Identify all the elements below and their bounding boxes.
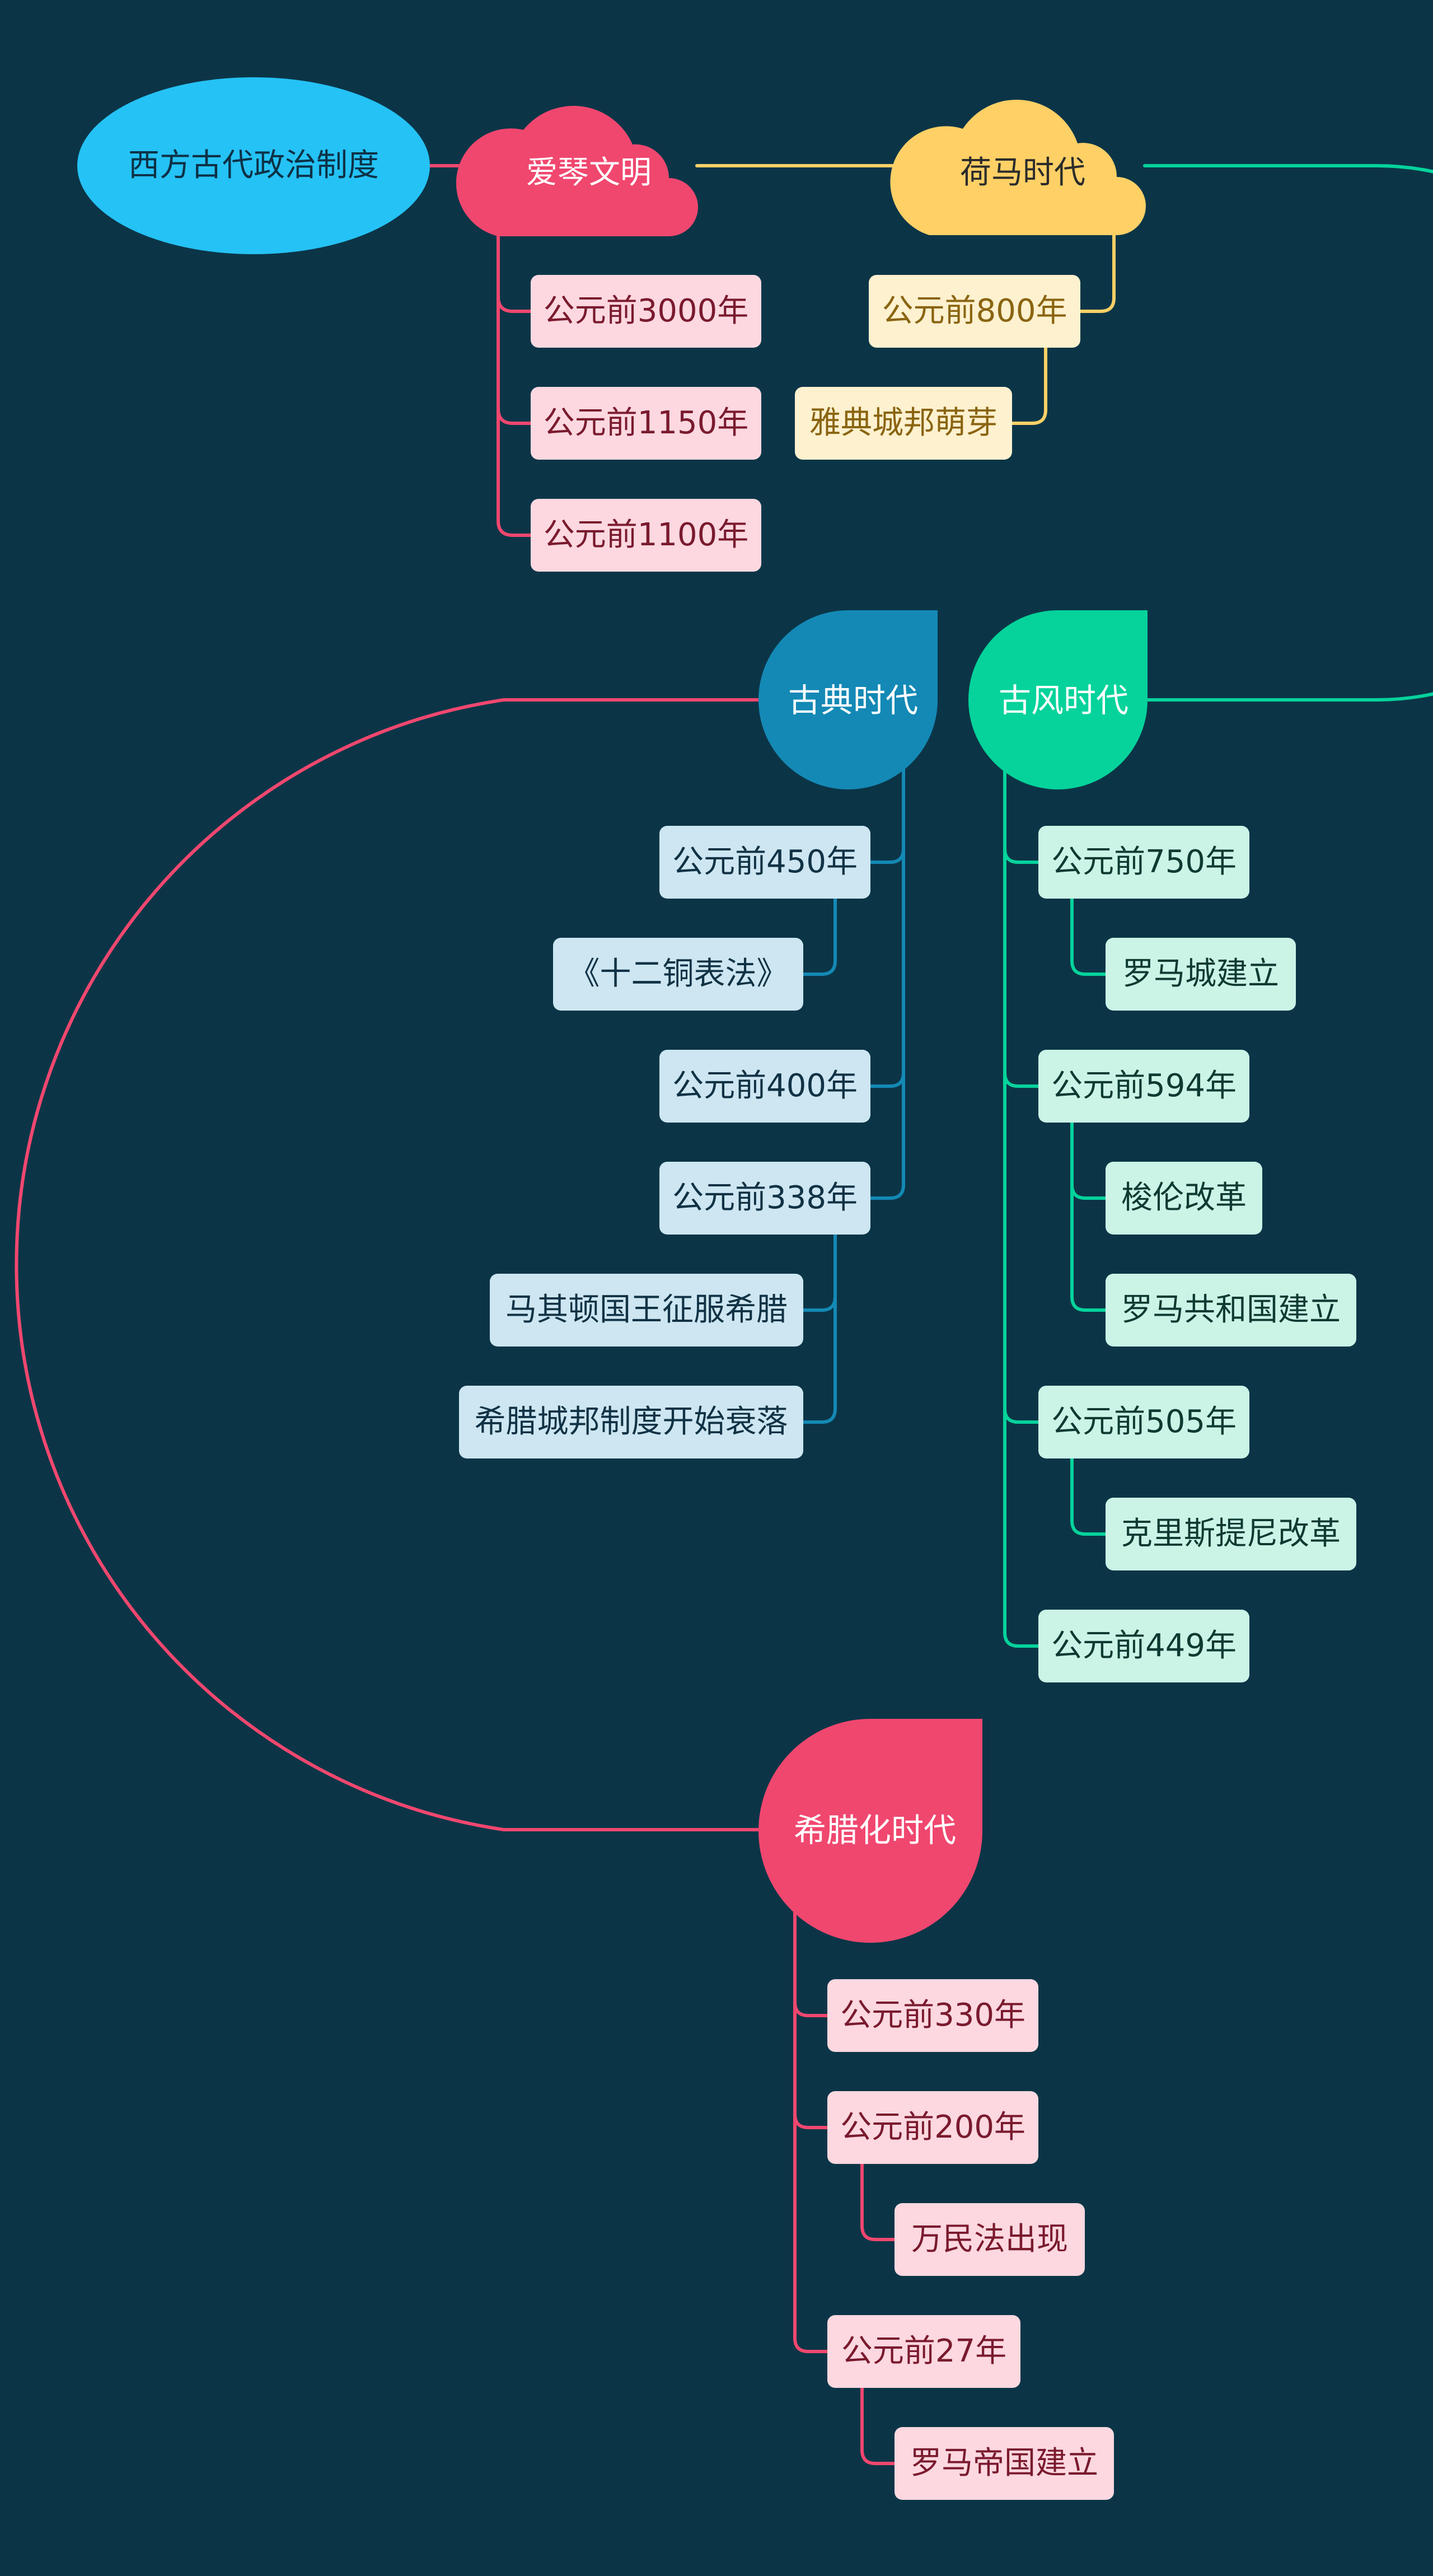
archaic-item[interactable]: 罗马城建立	[1106, 938, 1296, 1011]
branch-homer	[1079, 233, 1116, 313]
drop-hellenistic-shape	[758, 1719, 982, 1943]
homer-item[interactable]: 雅典城邦萌芽	[795, 387, 1012, 460]
topic-hellenistic[interactable]: 希腊化时代	[794, 1811, 957, 1849]
aiqin-item[interactable]: 公元前3000年	[531, 275, 761, 348]
branch-hellenistic-sub2	[860, 2386, 896, 2465]
cloud-aiqin-shape	[456, 106, 698, 236]
archaic-item[interactable]: 梭伦改革	[1106, 1162, 1262, 1235]
branch-classical	[869, 765, 905, 1200]
branch-homer-sub	[1010, 345, 1047, 425]
classical-item[interactable]: 公元前450年	[659, 826, 870, 899]
connector-homer-archaic	[1140, 164, 1433, 702]
archaic-item[interactable]: 公元前449年	[1038, 1610, 1249, 1682]
branch-archaic	[1003, 765, 1040, 1648]
hellenistic-item[interactable]: 公元前200年	[827, 2091, 1038, 2164]
connector-classical-hellenistic	[15, 698, 764, 1831]
classical-item[interactable]: 《十二铜表法》	[553, 938, 803, 1011]
classical-item[interactable]: 马其顿国王征服希腊	[490, 1274, 803, 1347]
homer-item[interactable]: 公元前800年	[869, 275, 1080, 348]
topic-archaic[interactable]: 古风时代	[999, 681, 1129, 719]
drop-classical-shape	[758, 610, 938, 789]
branch-aiqin	[497, 228, 532, 537]
hellenistic-item[interactable]: 公元前330年	[827, 1979, 1038, 2052]
archaic-item[interactable]: 公元前505年	[1038, 1386, 1249, 1458]
classical-item[interactable]: 希腊城邦制度开始衰落	[459, 1386, 803, 1458]
branch-archaic-sub1	[1070, 897, 1107, 976]
branch-archaic-sub2	[1070, 1121, 1107, 1312]
topic-aiqin[interactable]: 爱琴文明	[526, 155, 652, 191]
topic-classical[interactable]: 古典时代	[788, 681, 919, 719]
hellenistic-item[interactable]: 万民法出现	[895, 2203, 1085, 2276]
archaic-item[interactable]: 克里斯提尼改革	[1106, 1498, 1356, 1570]
cloud-homer-shape	[890, 100, 1146, 235]
hellenistic-item[interactable]: 罗马帝国建立	[895, 2427, 1114, 2500]
topic-homer[interactable]: 荷马时代	[960, 155, 1085, 191]
classical-item[interactable]: 公元前400年	[659, 1050, 870, 1123]
branch-archaic-sub3	[1070, 1457, 1107, 1536]
archaic-item[interactable]: 罗马共和国建立	[1106, 1274, 1356, 1347]
aiqin-item[interactable]: 公元前1150年	[531, 387, 761, 460]
branch-hellenistic-sub1	[860, 2162, 896, 2241]
branch-classical-sub2	[802, 1233, 837, 1424]
branch-hellenistic	[793, 1902, 829, 2353]
aiqin-item[interactable]: 公元前1100年	[531, 499, 761, 572]
archaic-item[interactable]: 公元前594年	[1038, 1050, 1249, 1123]
drop-archaic-shape	[968, 610, 1148, 789]
branch-classical-sub1	[802, 897, 837, 976]
root-topic[interactable]: 西方古代政治制度	[77, 77, 430, 254]
archaic-item[interactable]: 公元前750年	[1038, 826, 1249, 899]
classical-item[interactable]: 公元前338年	[659, 1162, 870, 1235]
hellenistic-item[interactable]: 公元前27年	[827, 2315, 1020, 2388]
